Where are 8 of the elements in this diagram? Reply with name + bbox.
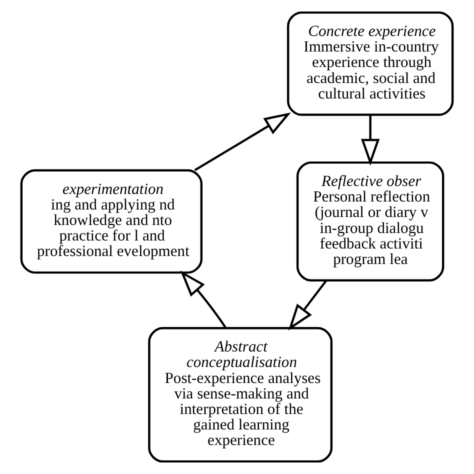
arrow: [180, 270, 227, 329]
node-box: Reflective obser Personal reflection (journal or diary v in-group dialogu feedback activiti program lea: [296, 161, 444, 282]
node-box: experimentation ing and applying nd knowledge and nto practice for l and professional evelopment: [20, 169, 203, 274]
arrow: [194, 112, 291, 172]
arrow: [288, 280, 328, 331]
node-box: Concrete experience Immersive in-country experience through academic, social and cultural activities: [287, 11, 454, 116]
node-box: Abstract conceptualisation Post-experience analyses via sense-making and interpretation of the gained learning experience: [148, 327, 333, 463]
arrow: [361, 114, 380, 166]
